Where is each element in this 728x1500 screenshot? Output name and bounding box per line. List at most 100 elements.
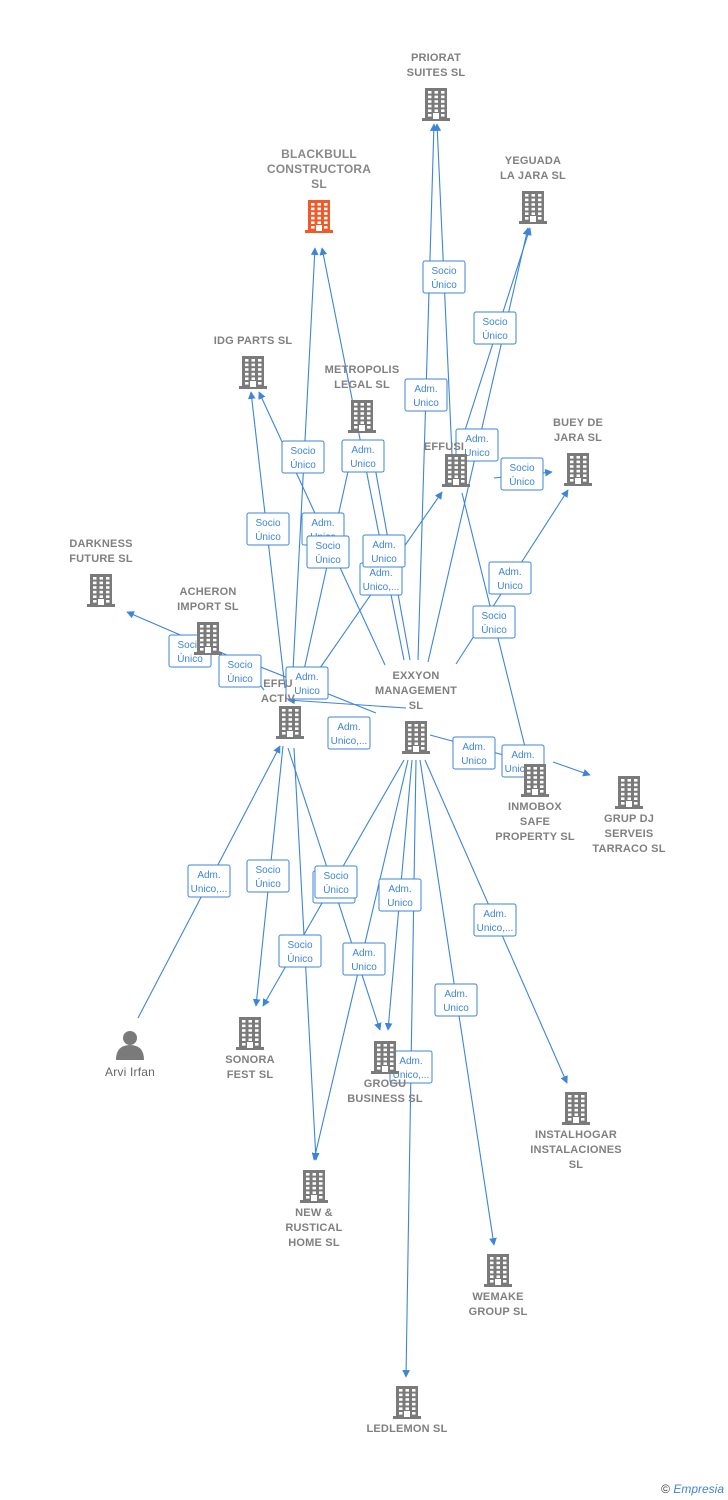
- edge-label-box[interactable]: [455, 428, 499, 462]
- node-label: LEGAL SL: [334, 379, 390, 391]
- building-icon: [521, 764, 549, 797]
- edge-label-box[interactable]: [246, 512, 290, 546]
- edge-label-box[interactable]: [500, 457, 544, 491]
- building-icon: [519, 191, 547, 224]
- edge-label-box[interactable]: [285, 666, 329, 700]
- edge-label[interactable]: Adm.Unico,...: [187, 864, 231, 898]
- footer-brand[interactable]: © Empresia: [661, 1482, 724, 1496]
- edge-label[interactable]: Adm.Unico: [341, 439, 385, 473]
- node-label: INSTALACIONES: [530, 1144, 622, 1156]
- edge-label[interactable]: Adm.Unico,...: [389, 1050, 433, 1084]
- edge-label-text: Unico: [294, 686, 320, 697]
- edge-label[interactable]: Adm. Unico: [342, 942, 386, 976]
- edge-label-box[interactable]: [473, 903, 517, 937]
- node-label: BLACKBULL: [281, 147, 357, 161]
- building-icon: [442, 454, 470, 487]
- edge-label-text: Único: [482, 329, 508, 342]
- edge-label-box[interactable]: [434, 983, 478, 1017]
- node-effusi[interactable]: EFFUSI: [424, 441, 470, 487]
- edge-label-box[interactable]: [488, 561, 532, 595]
- edge-label-box[interactable]: [306, 535, 350, 569]
- node-label: METROPOLIS: [325, 364, 400, 376]
- edge-label[interactable]: Adm.Unico,...: [327, 716, 371, 750]
- edge-label[interactable]: Adm.Unico: [452, 736, 496, 770]
- building-icon: [300, 1170, 328, 1203]
- node-arvi[interactable]: Arvi Irfan: [105, 1031, 155, 1079]
- edge-label[interactable]: Adm.Unico: [434, 983, 478, 1017]
- edge-label-box[interactable]: [341, 439, 385, 473]
- edge-label[interactable]: Adm.Unico,...: [473, 903, 517, 937]
- edge-label-box[interactable]: [187, 864, 231, 898]
- edge-label-box[interactable]: [246, 859, 290, 893]
- edge-label-text: Socio: [315, 541, 340, 552]
- node-idgparts[interactable]: IDG PARTS SL: [214, 335, 293, 389]
- building-icon: [236, 1017, 264, 1050]
- edge-label-box[interactable]: [218, 654, 262, 688]
- edge-label-text: Único: [227, 672, 253, 685]
- node-label: INMOBOX: [508, 801, 562, 813]
- edge-label-box[interactable]: [473, 311, 517, 345]
- edge-label-box[interactable]: [404, 378, 448, 412]
- edge-label-text: Socio: [431, 266, 456, 277]
- node-label: GROUP SL: [469, 1306, 528, 1318]
- node-ledlemon[interactable]: LEDLEMON SL: [366, 1386, 447, 1435]
- edge-label[interactable]: Adm.Unico: [362, 534, 406, 568]
- edge-label-text: Socio: [177, 640, 202, 651]
- edge-label[interactable]: Adm.Unico: [455, 428, 499, 462]
- edge-label-box[interactable]: [327, 716, 371, 750]
- node-metropolis[interactable]: METROPOLIS LEGAL SL: [325, 364, 400, 433]
- edge-label-box[interactable]: [472, 605, 516, 639]
- node-yeguada[interactable]: YEGUADA LA JARA SL: [500, 155, 566, 224]
- node-label: EFFUSI: [424, 441, 464, 453]
- node-label: YEGUADA: [505, 155, 561, 167]
- edge-label-text: Unico,...: [363, 582, 400, 593]
- edge-label-text: Adm.: [352, 948, 375, 959]
- edge-label[interactable]: Adm.Unico: [378, 878, 422, 912]
- edge-label-box[interactable]: [281, 440, 325, 474]
- edge-label[interactable]: Adm.Unico: [488, 561, 532, 595]
- edge-label-box[interactable]: [362, 534, 406, 568]
- edge-label-box[interactable]: [314, 865, 358, 899]
- edge-label-text: Socio: [227, 660, 252, 671]
- node-label: LA JARA SL: [500, 170, 566, 182]
- node-label: IDG PARTS SL: [214, 335, 293, 347]
- edge-label-box[interactable]: [278, 934, 322, 968]
- edge-label-box[interactable]: [452, 736, 496, 770]
- edge-label[interactable]: Adm.Unico,...: [359, 562, 403, 596]
- edge-label-text: Adm.: [462, 742, 485, 753]
- edge-inmobox-grupdj: [552, 761, 591, 777]
- edge-label-text: Unico: [351, 962, 377, 973]
- edge-label-box[interactable]: [342, 942, 386, 976]
- edge-label[interactable]: Adm.Unico: [285, 666, 329, 700]
- node-label: PRIORAT: [411, 52, 461, 64]
- edge-label-box[interactable]: [422, 260, 466, 294]
- edge-label[interactable]: Adm.Unico: [404, 378, 448, 412]
- edge-label-box[interactable]: [378, 878, 422, 912]
- building-icon: [402, 721, 430, 754]
